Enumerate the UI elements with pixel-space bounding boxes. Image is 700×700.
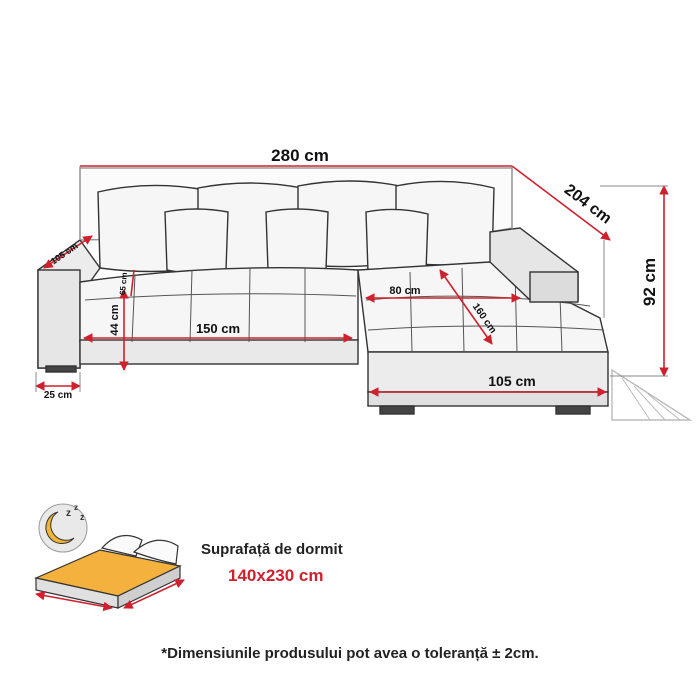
label-chaise-depth: 204 cm bbox=[561, 181, 615, 227]
label-seat-depth: 65 cm bbox=[118, 272, 129, 295]
label-height: 92 cm bbox=[640, 258, 659, 306]
tolerance-footnote: *Dimensiunile produsului pot avea o tole… bbox=[161, 645, 539, 662]
dim-line-armrest-depth bbox=[43, 235, 93, 269]
sleeping-area-label: Suprafață de dormit bbox=[201, 541, 343, 558]
dim-line-chaise-depth bbox=[511, 165, 611, 241]
moon-sleep-icon: z z z bbox=[38, 503, 88, 553]
label-seat-height: 44 cm bbox=[109, 304, 121, 335]
dim-line-chaise-seat-length bbox=[439, 269, 493, 345]
svg-text:z: z bbox=[66, 508, 71, 519]
label-total-width: 280 cm bbox=[271, 146, 329, 165]
svg-text:z: z bbox=[80, 512, 85, 522]
dimension-lines bbox=[35, 165, 669, 397]
label-armrest-width: 25 cm bbox=[44, 390, 72, 401]
sleeping-area-value: 140x230 cm bbox=[228, 566, 324, 585]
svg-text:z: z bbox=[74, 503, 78, 512]
label-chaise-seat-width: 80 cm bbox=[389, 285, 420, 297]
label-seat-width: 150 cm bbox=[196, 321, 240, 336]
dim-line-seat-depth bbox=[130, 269, 135, 297]
label-chaise-width: 105 cm bbox=[488, 373, 535, 389]
